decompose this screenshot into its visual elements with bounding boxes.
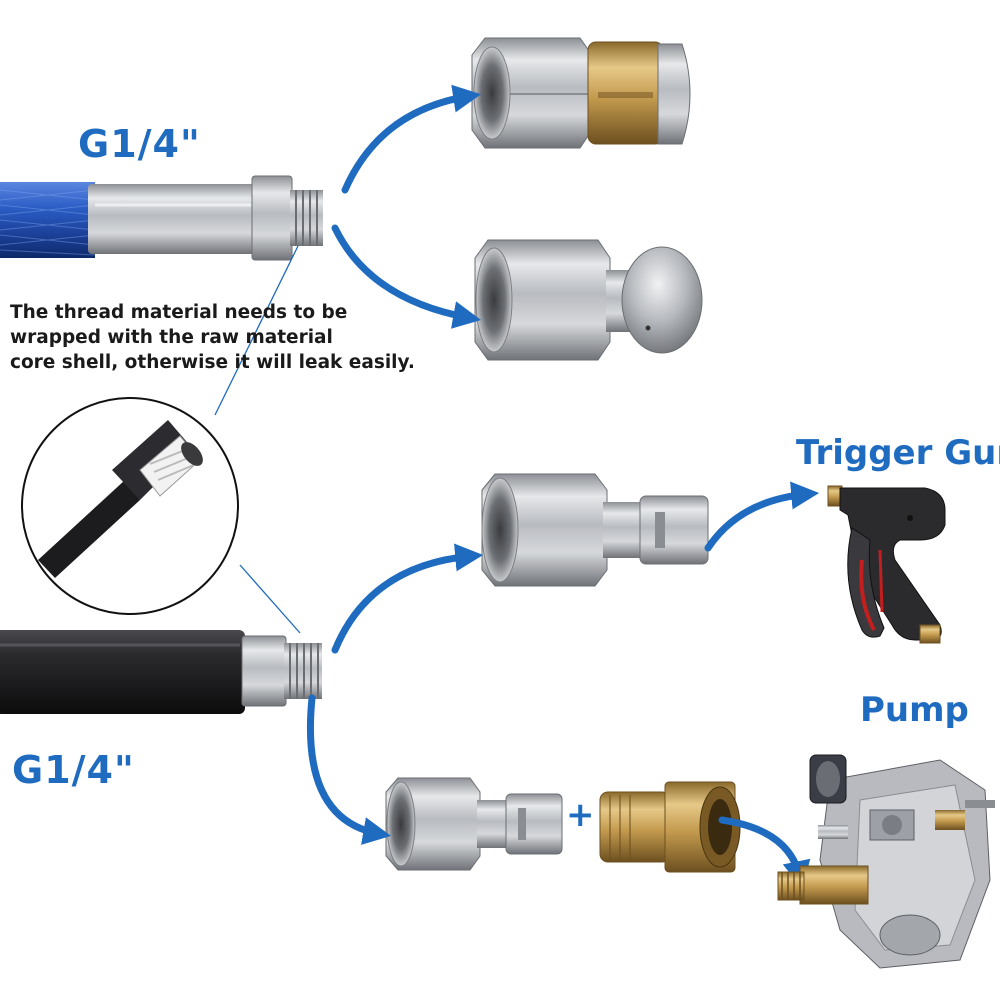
arrow-to-pump-inlet <box>718 816 811 889</box>
thread-size-label-top: G1/4" <box>78 122 201 166</box>
blue-hose-assembly <box>0 175 323 261</box>
arrow-to-trigger-gun <box>704 481 820 552</box>
black-rubber-hose <box>0 630 245 714</box>
thread-size-label-bottom: G1/4" <box>12 748 135 792</box>
hose-braid-texture <box>0 189 96 256</box>
note-line-1: The thread material needs to be <box>10 302 348 323</box>
trigger-gun <box>827 485 946 644</box>
hex-nut <box>241 635 287 707</box>
blue-braided-hose <box>0 182 95 258</box>
plus-sign: + <box>566 795 595 835</box>
thread-tape-callout <box>21 245 301 634</box>
arrow-to-gun-plug <box>331 543 484 654</box>
female-thread-opening <box>473 46 511 140</box>
arrow-to-rotating-nozzle <box>341 84 482 194</box>
brass-quick-coupler <box>599 781 741 873</box>
button-head-nozzle <box>474 239 703 361</box>
quick-connect-plug-pump <box>385 777 563 871</box>
trigger-gun-label: Trigger Gun <box>796 433 1000 473</box>
arrow-to-pump-plug <box>306 694 392 845</box>
ball-head <box>621 246 703 354</box>
hex-nut <box>251 175 293 261</box>
thread-tape-note: The thread material needs to be wrapped … <box>10 300 430 375</box>
arrows-bottom <box>306 481 820 889</box>
arrows-top <box>331 84 482 329</box>
pump-brass-inlet <box>777 865 869 905</box>
rotating-sewer-nozzle <box>471 37 691 149</box>
quick-connect-plug-gun <box>481 473 709 587</box>
note-line-3: core shell, otherwise it will leak easil… <box>10 352 415 373</box>
hose-crimp-sleeve <box>88 184 260 254</box>
trigger-lever <box>847 527 885 638</box>
pressure-washer-pump <box>777 754 995 969</box>
note-line-2: wrapped with the raw material <box>10 327 333 348</box>
black-hose-assembly <box>0 630 322 714</box>
pump-label: Pump <box>860 690 969 730</box>
thread-tape-detail <box>38 420 203 578</box>
male-thread-g14-top <box>290 190 323 246</box>
arrow-to-button-nozzle <box>331 224 482 329</box>
